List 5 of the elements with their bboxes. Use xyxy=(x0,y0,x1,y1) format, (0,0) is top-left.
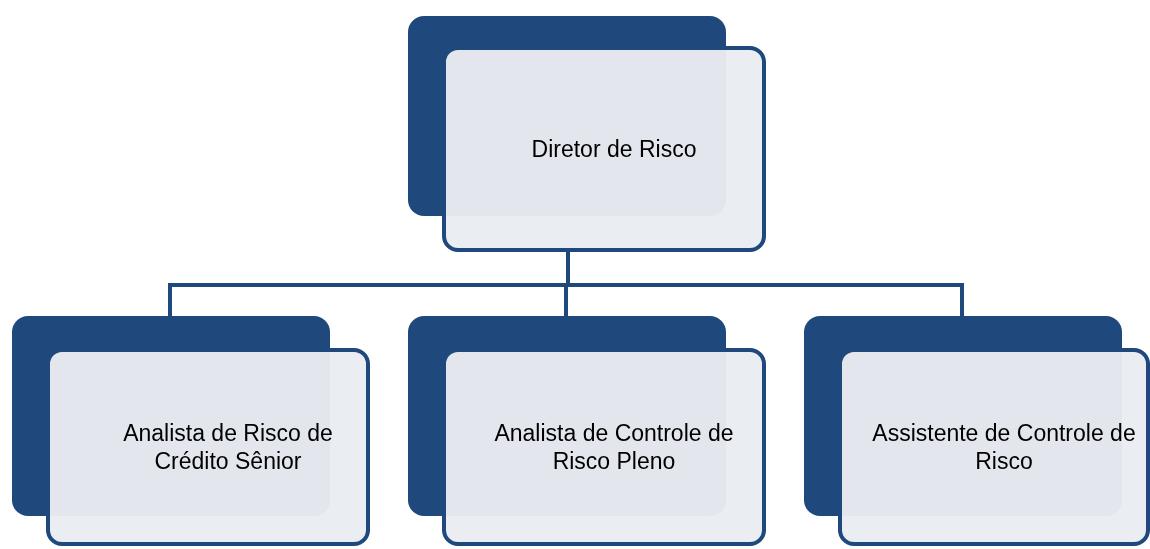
role-title: Analista de Controle de Risco Pleno xyxy=(493,419,735,475)
role-title: Assistente de Controle de Risco xyxy=(871,419,1137,475)
role-title: Diretor de Risco xyxy=(531,135,697,163)
connector-line xyxy=(566,252,964,316)
role-title: Analista de Risco de Crédito Sênior xyxy=(122,419,334,475)
